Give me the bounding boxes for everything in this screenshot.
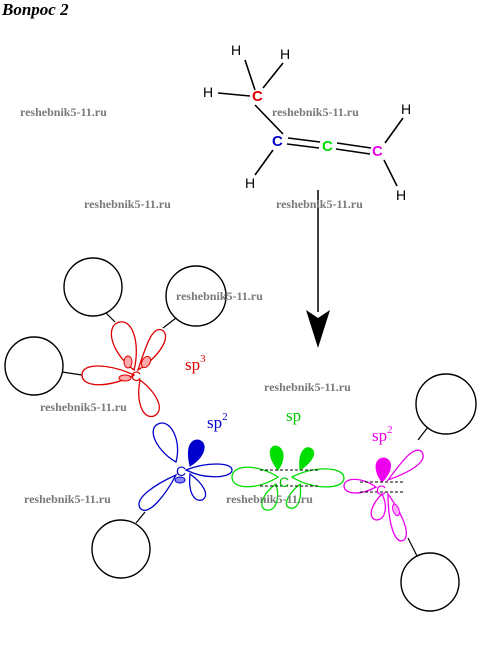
bond-c3-c4-a bbox=[336, 142, 372, 149]
bond-c1-h1 bbox=[244, 59, 256, 91]
bond-c2-h bbox=[254, 149, 274, 176]
reaction-arrow bbox=[306, 190, 330, 348]
hydrogen-s-orbital bbox=[415, 373, 477, 435]
watermark-text: reshebnik5-11.ru bbox=[24, 492, 111, 506]
bond-c3-c4-b bbox=[335, 148, 371, 155]
hydrogen-s-orbital bbox=[63, 257, 123, 317]
carbon-sp3-label: C bbox=[131, 368, 141, 384]
carbon-atom-1: C bbox=[252, 88, 263, 105]
watermark-text: reshebnik5-11.ru bbox=[84, 197, 171, 211]
orbital-model: C C bbox=[4, 257, 477, 612]
h-atom: H bbox=[203, 84, 213, 100]
bond-c1-h3 bbox=[217, 92, 251, 97]
watermark-text: reshebnik5-11.ru bbox=[176, 289, 263, 303]
bond-c1-c2 bbox=[254, 104, 284, 135]
hybridization-sp2a-label: sp2 bbox=[207, 411, 228, 432]
carbon-sp2b-orbitals: C bbox=[343, 449, 424, 542]
carbon-atom-3: C bbox=[322, 138, 333, 155]
bond-c2-c3-b bbox=[286, 143, 320, 149]
h-atom: H bbox=[396, 187, 406, 203]
arrow-head-icon bbox=[306, 310, 330, 348]
carbon-sp2b-label: C bbox=[376, 482, 386, 498]
watermarks: reshebnik5-11.ru reshebnik5-11.ru resheb… bbox=[20, 105, 363, 506]
hydrogen-s-orbital bbox=[91, 519, 151, 579]
bond-c1-h2 bbox=[262, 62, 284, 89]
bond-c2-c3-a bbox=[287, 137, 321, 143]
hydrogen-s-orbital bbox=[400, 552, 460, 612]
hydrogen-s-orbital bbox=[4, 336, 64, 396]
watermark-text: reshebnik5-11.ru bbox=[40, 400, 127, 414]
hydrogen-s-orbital bbox=[165, 265, 227, 327]
carbon-sp2a-label: C bbox=[176, 463, 186, 479]
carbon-atom-4: C bbox=[372, 143, 383, 160]
hybridization-sp3-label: sp3 bbox=[185, 353, 206, 374]
carbon-sp-orbitals: C bbox=[231, 445, 345, 511]
structural-formula: H H H C C H C C H H bbox=[203, 42, 411, 203]
carbon-sp2a-orbitals: C bbox=[138, 422, 233, 511]
watermark-text: reshebnik5-11.ru bbox=[226, 492, 313, 506]
hybridization-sp-label: sp bbox=[286, 406, 301, 425]
carbon-sp3-orbitals: C bbox=[81, 321, 167, 418]
bond-c4-h2 bbox=[383, 159, 398, 187]
carbon-atom-2: C bbox=[272, 133, 283, 150]
watermark-text: reshebnik5-11.ru bbox=[20, 105, 107, 119]
h-atom: H bbox=[231, 42, 241, 58]
h-atom: H bbox=[280, 46, 290, 62]
bond-c4-h1 bbox=[384, 117, 404, 144]
h-atom: H bbox=[245, 175, 255, 191]
hybridization-sp2b-label: sp2 bbox=[372, 424, 393, 445]
watermark-text: reshebnik5-11.ru bbox=[276, 197, 363, 211]
watermark-text: reshebnik5-11.ru bbox=[264, 380, 351, 394]
carbon-sp-label: C bbox=[279, 474, 289, 490]
question-title: Вопрос 2 bbox=[1, 0, 69, 19]
watermark-text: reshebnik5-11.ru bbox=[272, 105, 359, 119]
h-atom: H bbox=[401, 101, 411, 117]
